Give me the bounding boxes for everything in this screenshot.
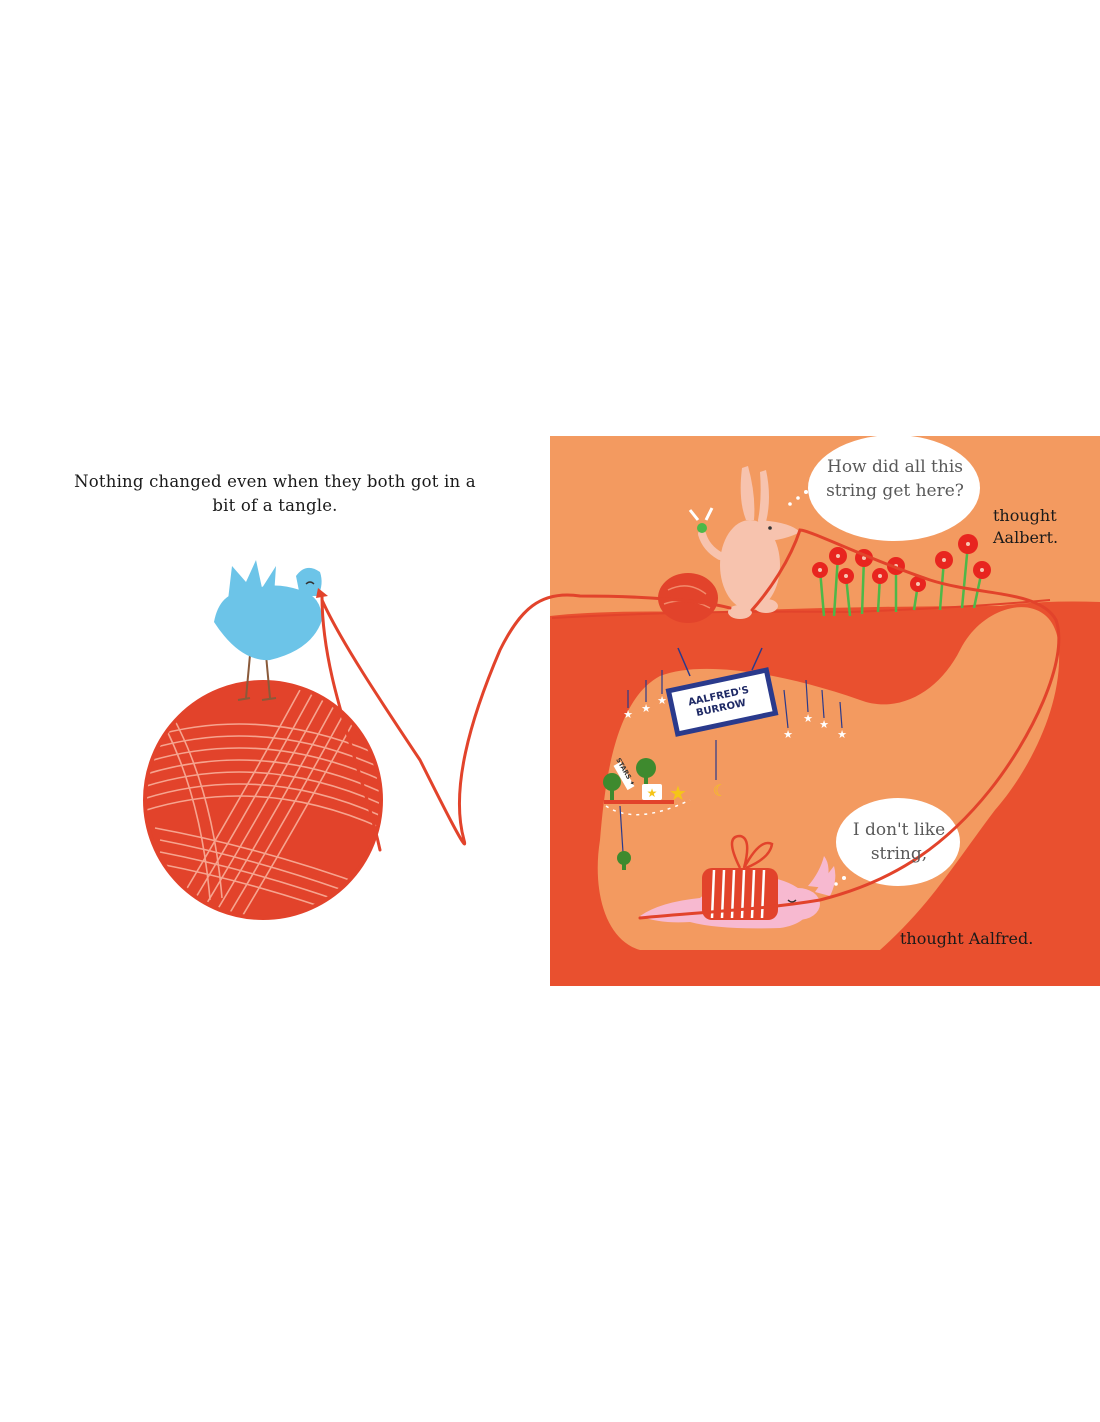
- aalbert-aardvark: [688, 466, 800, 619]
- speech-bubble-aalbert: [808, 435, 980, 541]
- svg-text:★: ★: [657, 694, 667, 707]
- burrow-sign-label: AALFRED'S BURROW: [687, 684, 751, 720]
- speech-bubble-aalfred: [836, 798, 960, 886]
- svg-text:★: ★: [819, 718, 829, 731]
- svg-text:★: ★: [641, 702, 651, 715]
- speech-aalfred: I don't like string,: [852, 820, 946, 864]
- attribution-aalfred: thought Aalfred.: [900, 929, 1034, 948]
- ground-line: [551, 599, 1051, 619]
- burrow-decorations: ★ ★ ★ ★ ★ ★ ★ ☾ ★ ★: [603, 647, 847, 870]
- svg-text:★: ★: [837, 728, 847, 741]
- red-string: [320, 528, 1061, 920]
- speech-aalbert: How did all this string get here?: [826, 457, 964, 501]
- svg-text:★: ★: [783, 728, 793, 741]
- svg-text:★: ★: [647, 786, 658, 800]
- thought-dots-aalbert: [788, 490, 808, 506]
- svg-text:☾: ☾: [713, 781, 727, 800]
- svg-text:★: ★: [669, 781, 687, 805]
- narration-text: Nothing changed even when they both got …: [74, 472, 476, 515]
- svg-text:★: ★: [803, 712, 813, 725]
- big-yarn-ball: [143, 680, 383, 920]
- blue-bird: [214, 560, 328, 701]
- small-yarn-ball: [658, 573, 718, 623]
- attribution-aalbert: thought Aalbert.: [993, 506, 1059, 547]
- svg-text:★: ★: [623, 708, 633, 721]
